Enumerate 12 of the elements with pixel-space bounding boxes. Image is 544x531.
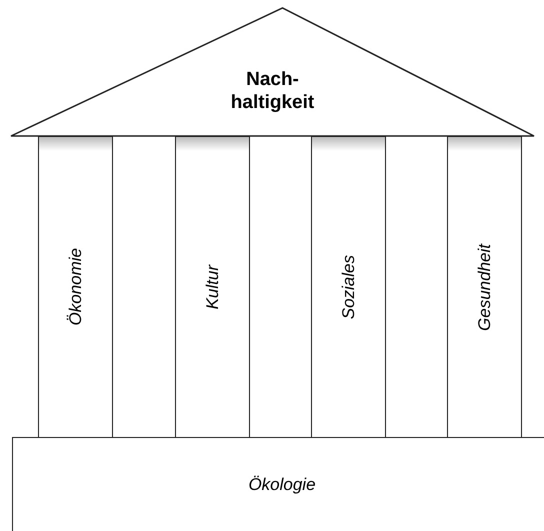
pillar [311, 136, 386, 438]
base-block [12, 437, 544, 531]
pillar-label: Gesundheit [474, 244, 494, 330]
pillar [175, 136, 250, 438]
roof-label: Nach- haltigkeit [230, 68, 316, 114]
base-label: Ökologie [248, 475, 316, 495]
pillar-label: Ökonomie [66, 248, 86, 326]
pillar [38, 136, 113, 438]
pillar-label: Kultur [202, 264, 222, 310]
pillar [447, 136, 522, 438]
pillar-label: Soziales [338, 254, 358, 320]
roof-shape [10, 6, 535, 138]
